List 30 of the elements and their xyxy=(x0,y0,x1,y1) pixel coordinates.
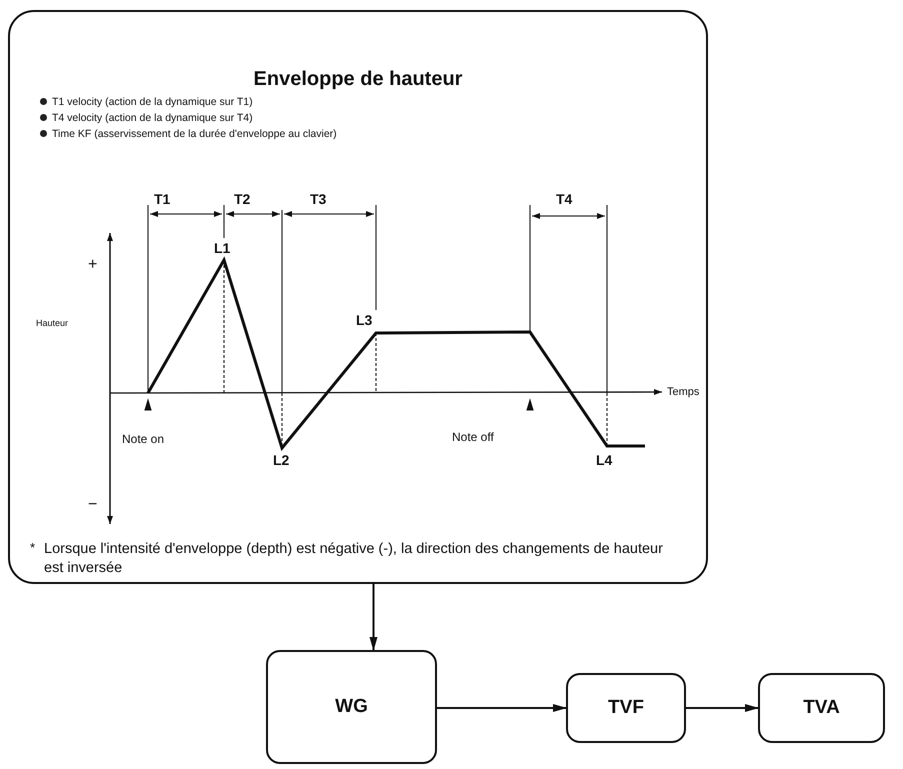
process-box xyxy=(758,673,885,743)
graph-label: L1 xyxy=(214,240,230,256)
graph-label: T1 xyxy=(154,191,170,207)
graph-label: L3 xyxy=(356,312,372,328)
graph-label: * xyxy=(30,540,36,555)
block-label: TVA xyxy=(802,697,841,719)
graph-label: T4 xyxy=(556,191,572,207)
graph-label: Hauteur xyxy=(36,318,68,328)
arrow xyxy=(686,704,759,712)
graph-label: Note off xyxy=(452,430,494,444)
block-label: WG xyxy=(334,696,369,718)
arrow xyxy=(437,704,567,712)
graph-label: − xyxy=(88,496,98,514)
bullet-text: T4 velocity (action de la dynamique sur T4) xyxy=(52,112,253,124)
footnote: Lorsque l'intensité d'enveloppe (depth) est négative (-), la direction des changements de hauteur est inversée xyxy=(44,540,664,578)
graph-label: + xyxy=(88,256,98,274)
graph-label: L2 xyxy=(273,452,290,468)
bullet-text: Time KF (asservissement de la durée d'enveloppe au clavier) xyxy=(52,128,337,140)
block-label: TVF xyxy=(607,697,645,719)
graph-label: L4 xyxy=(596,452,612,468)
graph-label: Note on xyxy=(122,432,164,446)
graph-label: T3 xyxy=(310,191,326,207)
envelope-panel xyxy=(8,10,708,584)
process-box xyxy=(566,673,686,743)
panel-title: Enveloppe de hauteur xyxy=(252,68,464,91)
bullet-text: T1 velocity (action de la dynamique sur T1) xyxy=(52,96,253,108)
graph-label: Temps xyxy=(667,386,700,398)
arrow xyxy=(370,584,378,651)
graph-label: T2 xyxy=(234,191,250,207)
process-box xyxy=(266,650,437,764)
